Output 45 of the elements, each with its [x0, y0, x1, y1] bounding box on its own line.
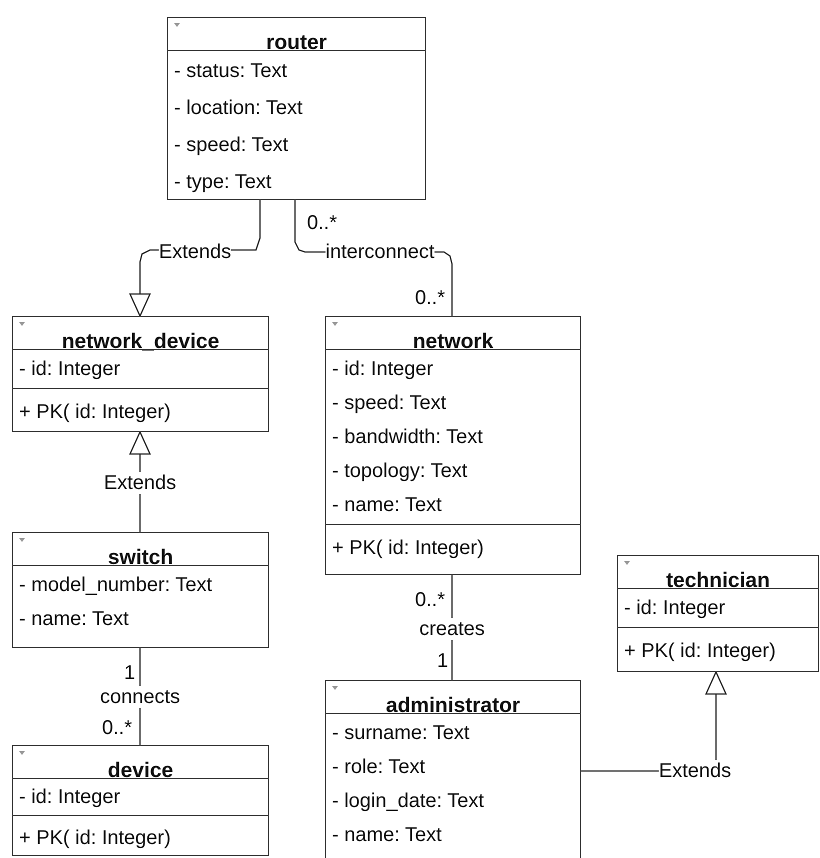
multiplicity-label: 0..*	[415, 589, 446, 611]
class-box	[167, 17, 426, 200]
class-name: technician	[666, 569, 770, 592]
method-text: + PK( id: Integer)	[624, 639, 776, 663]
attribute-text: - login_date: Text	[332, 789, 484, 813]
class-name: device	[108, 759, 174, 782]
attribute-text: - role: Text	[332, 755, 425, 779]
attribute-text: - type: Text	[174, 170, 272, 194]
multiplicity-label: 0..*	[102, 717, 132, 739]
method-text: + PK( id: Integer)	[19, 826, 171, 850]
multiplicity-label: 0..*	[415, 287, 446, 309]
method-text: + PK( id: Integer)	[332, 536, 484, 560]
multiplicity-label: 1	[437, 650, 448, 672]
attribute-text: - id: Integer	[19, 357, 120, 381]
class-box	[325, 316, 581, 575]
attribute-text: - location: Text	[174, 96, 303, 120]
method-text: + PK( id: Integer)	[19, 400, 171, 424]
attribute-text: - surname: Text	[332, 721, 470, 745]
attribute-text: - name: Text	[19, 607, 129, 631]
edge-label: creates	[419, 618, 485, 640]
multiplicity-label: 0..*	[307, 212, 338, 234]
class-box	[12, 745, 269, 856]
attribute-text: - name: Text	[332, 493, 442, 517]
attribute-text: - id: Integer	[624, 596, 726, 620]
class-name: network_device	[62, 330, 220, 353]
attribute-text: - speed: Text	[174, 133, 288, 157]
attribute-text: - model_number: Text	[19, 573, 212, 597]
attribute-text: - bandwidth: Text	[332, 425, 483, 449]
attribute-text: - id: Integer	[19, 785, 120, 809]
attribute-text: - speed: Text	[332, 391, 446, 415]
edge-label: Extends	[104, 472, 176, 494]
class-box	[12, 532, 269, 648]
attribute-text: - name: Text	[332, 823, 442, 847]
attribute-text: - status: Text	[174, 59, 288, 83]
class-box	[617, 555, 819, 672]
multiplicity-label: 1	[124, 662, 136, 684]
class-name: router	[266, 31, 327, 54]
attribute-text: - topology: Text	[332, 459, 468, 483]
edge-label: connects	[100, 686, 180, 708]
class-box	[12, 316, 269, 432]
class-name: administrator	[386, 694, 520, 717]
class-box	[325, 680, 581, 858]
class-name: switch	[108, 546, 174, 569]
attribute-text: - id: Integer	[332, 357, 434, 381]
class-name: network	[412, 330, 494, 353]
